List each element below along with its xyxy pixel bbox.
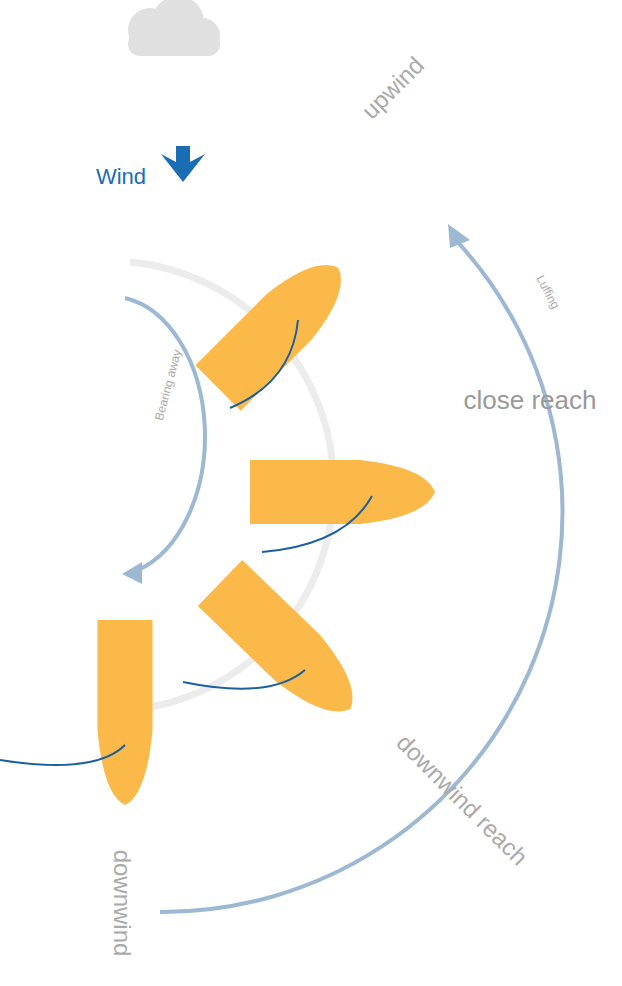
wind-label: Wind: [96, 166, 146, 188]
boat-close-reach: [250, 460, 435, 524]
bearing-away-arrowhead: [122, 562, 142, 584]
sail: [230, 320, 298, 408]
sail: [262, 496, 372, 552]
boat-upwind: [195, 245, 361, 411]
wind-arrow: [161, 146, 205, 182]
point-of-sail-label: upwind: [358, 53, 429, 124]
arc-label: Bearing away: [153, 348, 183, 421]
sail: [183, 670, 305, 689]
boats: [97, 245, 435, 805]
boat-downwind: [97, 620, 152, 805]
luffing-arc: [160, 236, 562, 912]
sail: [0, 745, 125, 765]
sails: [0, 320, 372, 765]
point-of-sail-label: downwind reach: [392, 730, 532, 870]
cloud: [128, 0, 220, 56]
point-of-sail-label: close reach: [464, 387, 597, 413]
point-of-sail-label: downwind: [110, 850, 134, 957]
boat-downwind-reach: [198, 560, 373, 732]
luffing-arrowhead: [448, 224, 470, 248]
bearing-away-arc: [125, 298, 205, 570]
arc-label: Luffing: [534, 273, 561, 310]
